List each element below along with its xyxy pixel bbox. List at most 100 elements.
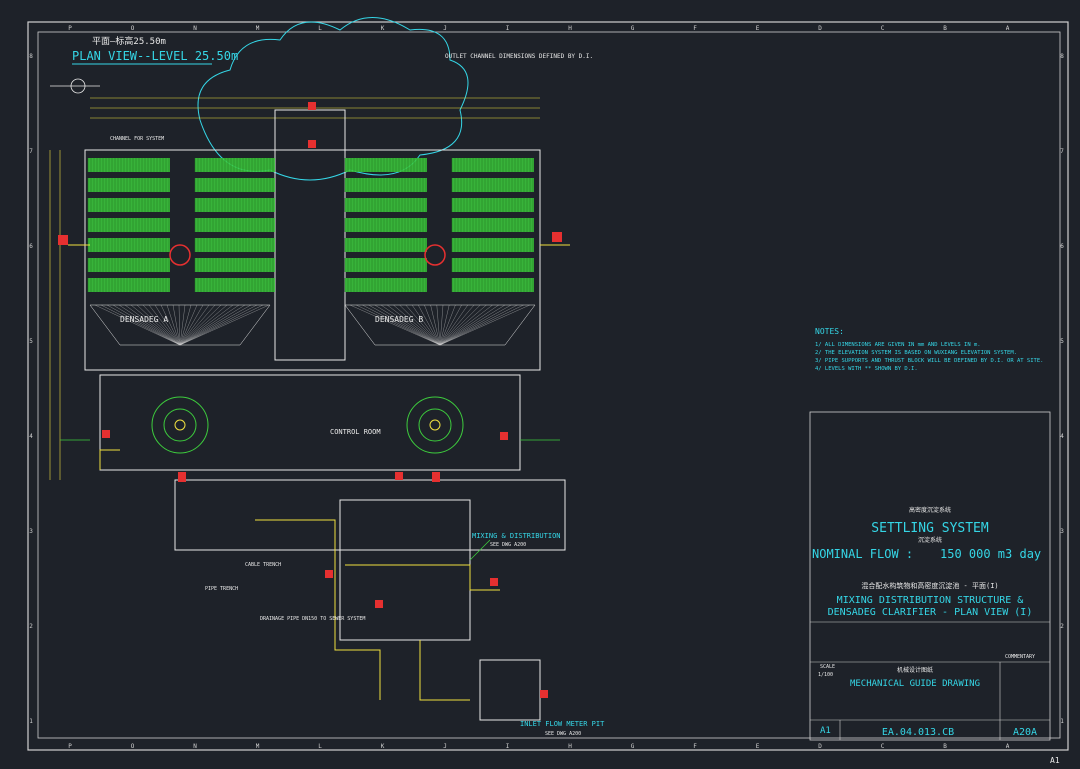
hatch-line xyxy=(179,304,228,346)
flow-label: NOMINAL FLOW : xyxy=(812,547,913,561)
structure-outline xyxy=(84,109,566,721)
border-row-label: 6 xyxy=(29,243,33,250)
hatch-line xyxy=(349,304,441,346)
thickener-b xyxy=(406,396,464,454)
hatch-line xyxy=(94,304,181,346)
title-block: 高密度沉淀系统 SETTLING SYSTEM 沉淀系统 NOMINAL FLO… xyxy=(809,411,1051,741)
hatch-line xyxy=(439,304,481,346)
hatch-line xyxy=(148,304,181,346)
densadeg-a-label: DENSADEG A xyxy=(120,315,168,324)
hatch-line xyxy=(439,304,506,346)
hatch-line xyxy=(362,304,441,346)
lamella-pack xyxy=(88,258,170,272)
hatch-line xyxy=(439,304,450,346)
lamella-pack xyxy=(452,158,534,172)
lamella-pack xyxy=(345,178,427,192)
border-col-label: I xyxy=(506,25,510,32)
process-lines xyxy=(60,439,560,561)
border-row-label: 7 xyxy=(29,148,33,155)
border-row-label: 6 xyxy=(1060,243,1064,250)
lamella-packs-b xyxy=(344,158,534,292)
hatch-line xyxy=(439,304,524,346)
pipework xyxy=(68,244,570,701)
border-col-label: C xyxy=(881,25,885,32)
border-col-label: G xyxy=(631,743,635,750)
lamella-pack xyxy=(345,198,427,212)
border-col-label: H xyxy=(568,25,572,32)
border-col-label: B xyxy=(943,743,947,750)
hatch-line xyxy=(179,304,270,346)
hatch-line xyxy=(142,304,181,346)
desc-cn: 混合配水构筑物和高密度沉淀池 - 平面(I) xyxy=(861,581,998,590)
lamella-pack xyxy=(345,218,427,232)
guide-title: MECHANICAL GUIDE DRAWING xyxy=(850,679,980,689)
thickener-a xyxy=(151,396,209,454)
hatch-line xyxy=(136,304,181,346)
lamella-pack xyxy=(88,178,170,192)
hatch-line xyxy=(439,304,456,346)
border-col-label: F xyxy=(693,25,697,32)
border-row-label: 1 xyxy=(29,718,33,725)
hatch-line xyxy=(179,304,264,346)
border-col-label: H xyxy=(568,743,572,750)
system-title: SETTLING SYSTEM xyxy=(871,521,989,536)
border-row-label: 3 xyxy=(1060,528,1064,535)
desc-line-2: DENSADEG CLARIFIER - PLAN VIEW (I) xyxy=(828,607,1033,618)
scale-label: SCALE xyxy=(820,664,835,670)
flocculator-b-icon xyxy=(424,244,446,266)
notes-heading: NOTES: xyxy=(815,327,844,336)
valve-markers xyxy=(58,102,562,698)
drawing-inner-border xyxy=(37,31,1061,739)
border-col-label: L xyxy=(318,743,322,750)
hatch-line xyxy=(179,304,252,346)
hatch-line xyxy=(179,304,204,346)
border-col-label: E xyxy=(756,25,760,32)
lamella-pack xyxy=(452,238,534,252)
drawing-number: A20A xyxy=(1013,727,1037,738)
project-number: EA.04.013.CB xyxy=(882,727,954,738)
scale-value: 1/100 xyxy=(818,672,833,678)
border-row-label: 2 xyxy=(29,623,33,630)
border-row-label: 8 xyxy=(29,53,33,60)
hatch-line xyxy=(106,304,181,346)
dimension-lines xyxy=(49,97,540,480)
border-row-label: 3 xyxy=(29,528,33,535)
lamella-pack xyxy=(452,258,534,272)
hatch-line xyxy=(430,304,441,346)
hatch-line xyxy=(160,304,181,346)
border-col-label: B xyxy=(943,25,947,32)
hatch-line xyxy=(179,304,258,346)
hatch-line xyxy=(439,304,462,346)
lamella-pack xyxy=(345,158,427,172)
system-cn: 高密度沉淀系统 xyxy=(909,506,951,514)
hatch-line xyxy=(166,304,181,346)
system-cn2: 沉淀系统 xyxy=(918,536,942,544)
border-col-label: D xyxy=(818,25,822,32)
clarifier-hopper-a xyxy=(89,304,271,346)
lamella-pack xyxy=(452,178,534,192)
note-3: 3/ PIPE SUPPORTS AND THRUST BLOCK WILL B… xyxy=(815,358,1043,364)
hatch-line xyxy=(100,304,181,346)
hatch-line xyxy=(399,304,441,346)
border-col-label: D xyxy=(818,743,822,750)
lamella-pack xyxy=(452,198,534,212)
hatch-line xyxy=(172,304,181,346)
border-col-label: O xyxy=(131,743,135,750)
lamella-pack xyxy=(452,278,534,292)
hatch-line xyxy=(387,304,441,346)
hatch-line xyxy=(439,304,512,346)
border-col-label: O xyxy=(131,25,135,32)
hatch-line xyxy=(124,304,181,346)
mixing-label: MIXING & DISTRIBUTION xyxy=(472,532,561,540)
control-room-label: CONTROL ROOM xyxy=(330,428,381,436)
hatch-line xyxy=(374,304,441,346)
cable-trench-label: CABLE TRENCH xyxy=(245,562,281,568)
note-2: 2/ THE ELEVATION SYSTEM IS BASED ON WUXI… xyxy=(815,350,1017,356)
flocculator-a-icon xyxy=(169,244,191,266)
hatch-line xyxy=(130,304,181,346)
border-col-label: N xyxy=(193,25,197,32)
hatch-line xyxy=(179,304,198,346)
hatch-line xyxy=(439,304,499,346)
lamella-pack xyxy=(88,198,170,212)
